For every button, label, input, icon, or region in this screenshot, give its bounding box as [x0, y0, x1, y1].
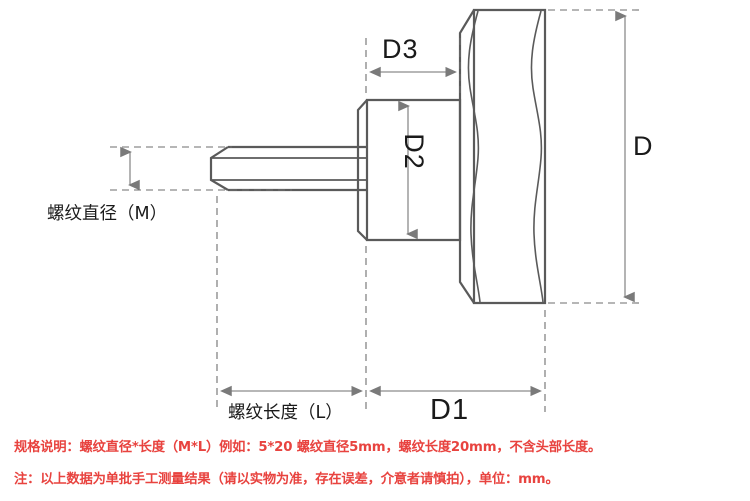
- collar-cylinder: [356, 98, 462, 242]
- dimension-label-d3: D3: [382, 34, 419, 64]
- note-specification: 规格说明：螺纹直径*长度（M*L）例如：5*20 螺纹直径5mm，螺纹长度20m…: [14, 440, 602, 455]
- dimension-lines: [120, 10, 635, 397]
- handle-grip: [458, 8, 547, 305]
- dimension-label-thread-diameter: 螺纹直径（M）: [47, 204, 168, 224]
- part-outline: [209, 8, 547, 305]
- dimension-label-d: D: [633, 131, 653, 161]
- threaded-shaft: [209, 145, 367, 192]
- dimension-label-thread-length: 螺纹长度（L）: [228, 403, 343, 423]
- notes-block: 规格说明：螺纹直径*长度（M*L）例如：5*20 螺纹直径5mm，螺纹长度20m…: [0, 430, 750, 501]
- dimension-label-d1: D1: [430, 394, 470, 426]
- note-measurement-disclaimer: 注：以上数据为单批手工测量结果（请以实物为准，存在误差，介意者请慎拍），单位：m…: [14, 472, 559, 487]
- extension-lines: [110, 9, 640, 412]
- dimension-label-d2: D2: [398, 133, 429, 170]
